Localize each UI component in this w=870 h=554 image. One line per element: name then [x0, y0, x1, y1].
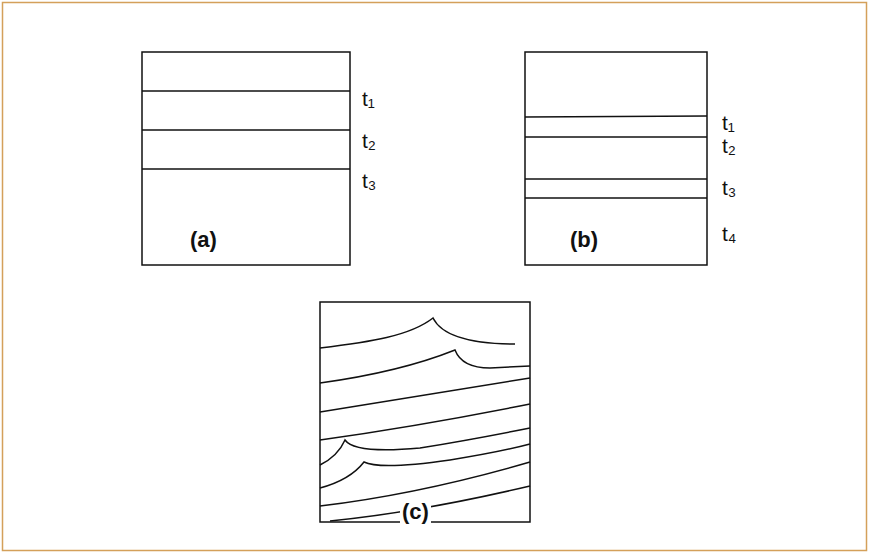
time-label: t₁ [722, 111, 735, 134]
time-label: t₂ [362, 129, 376, 152]
column-a [142, 52, 350, 265]
column-c [320, 302, 530, 522]
layer-boundary [142, 168, 350, 170]
layer-boundary [142, 90, 350, 92]
layer-boundary [525, 116, 707, 117]
layer-boundary [525, 136, 707, 138]
column-b [525, 52, 707, 265]
panel-label: (c) [400, 500, 431, 524]
layer-boundary [525, 197, 707, 199]
frame [3, 3, 867, 551]
layer-boundary [525, 178, 707, 180]
time-label: t₂ [722, 134, 736, 157]
layer-boundary [142, 129, 350, 131]
panel-label: (a) [190, 228, 217, 252]
deformed-layer [320, 318, 515, 348]
deformed-layer [320, 444, 530, 488]
time-label: t₄ [722, 222, 736, 245]
panel-label: (b) [570, 228, 598, 252]
deformed-layer [320, 378, 530, 412]
time-label: t₃ [362, 169, 376, 192]
deformed-layer [320, 350, 530, 383]
deformed-layer [320, 428, 530, 465]
time-label: t₃ [722, 176, 736, 199]
time-label: t₁ [362, 87, 375, 110]
